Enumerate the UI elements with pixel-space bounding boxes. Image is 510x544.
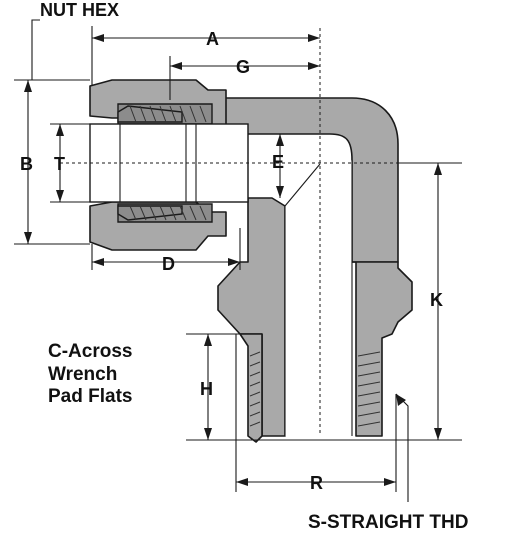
c-label-line-2: Wrench	[48, 364, 117, 385]
dim-h-label: H	[200, 379, 213, 399]
nut-thread-hatch	[129, 105, 207, 221]
s-thread-leader	[395, 393, 409, 502]
dim-r-arrow-left	[236, 478, 248, 486]
elbow-passage	[285, 160, 352, 436]
c-label-line-3: Pad Flats	[48, 386, 132, 407]
passage-diagonal	[284, 163, 321, 207]
dim-a-arrow-left	[92, 34, 104, 42]
dim-g-arrow-right	[308, 62, 320, 70]
dim-d-arrow-right	[228, 258, 240, 266]
s-thread-label: S-STRAIGHT THD	[308, 512, 468, 533]
dim-d-label: D	[162, 254, 175, 274]
fitting-body	[217, 97, 413, 443]
dim-b-label: B	[20, 154, 33, 174]
dim-r-arrow-right	[384, 478, 396, 486]
dim-k-arrow-top	[434, 163, 442, 175]
dim-b-arrow-bottom	[24, 232, 32, 244]
nut-hex-leader	[31, 19, 40, 80]
dim-e-label: E	[272, 152, 284, 172]
dim-k-label: K	[430, 290, 443, 310]
s-thread-leader-arrow	[396, 394, 406, 406]
dim-d-arrow-left	[92, 258, 104, 266]
nut-hex-label: NUT HEX	[40, 0, 119, 20]
right-leg-outline	[351, 261, 413, 437]
c-label-line-1: C-Across	[48, 341, 132, 362]
dim-t-arrow-bottom	[56, 190, 64, 202]
dim-h-arrow-top	[204, 334, 212, 346]
dim-e-arrow-bottom	[276, 186, 284, 198]
dim-t-arrow-top	[56, 124, 64, 136]
dim-g-arrow-left	[170, 62, 182, 70]
left-thread-stub	[239, 333, 263, 443]
dim-a-label: A	[206, 29, 219, 49]
dim-g-label: G	[236, 57, 250, 77]
dim-r-label: R	[310, 473, 323, 493]
dim-t-label: T	[54, 154, 65, 174]
dim-e-arrow-top	[276, 134, 284, 146]
dim-k-arrow-bottom	[434, 428, 442, 440]
dim-b-arrow-top	[24, 80, 32, 92]
dim-a-arrow-right	[308, 34, 320, 42]
stub-thread-hatch	[249, 351, 381, 427]
dim-h-arrow-bottom	[204, 428, 212, 440]
